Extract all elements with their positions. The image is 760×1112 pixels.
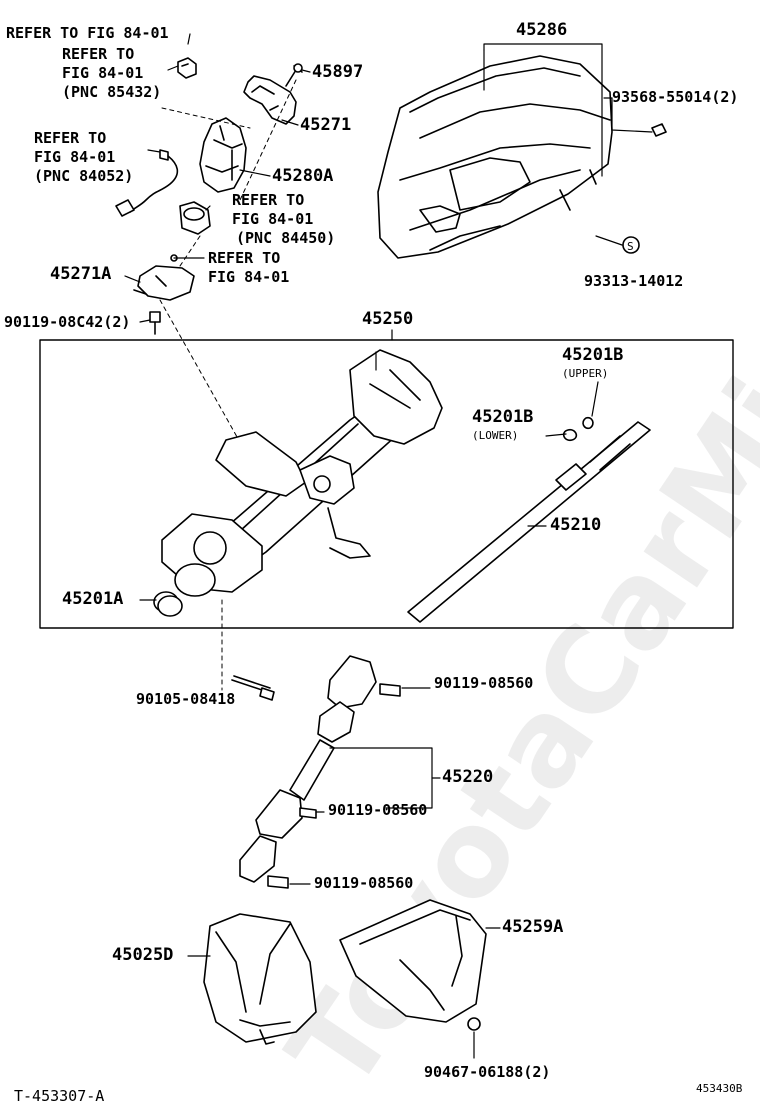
ref-84450-line2: FIG 84-01 bbox=[232, 210, 314, 228]
bracket-45271 bbox=[243, 75, 297, 125]
clip-93313: S bbox=[622, 236, 640, 254]
assembly-lines-top bbox=[159, 79, 297, 461]
pnc-45210[interactable]: 45210 bbox=[550, 515, 602, 535]
bolt-90119-08560-a bbox=[379, 683, 401, 697]
ring-45201B-lower bbox=[562, 428, 578, 442]
bearing-45201A bbox=[153, 591, 183, 617]
intermediate-shaft-45220 bbox=[239, 655, 377, 883]
ref-84052-line3: (PNC 84052) bbox=[34, 167, 134, 185]
pnc-45271A[interactable]: 45271A bbox=[50, 264, 112, 284]
pnc-45897[interactable]: 45897 bbox=[312, 62, 364, 82]
column-tube-45250 bbox=[161, 349, 443, 597]
sensor-84450 bbox=[179, 201, 211, 235]
ref-85432-line2: FIG 84-01 bbox=[62, 64, 144, 82]
pnc-45025D[interactable]: 45025D bbox=[112, 945, 174, 965]
pnc-90119-08560-middle[interactable]: 90119-08560 bbox=[328, 801, 428, 819]
pnc-45201B-lower[interactable]: 45201B bbox=[472, 407, 534, 427]
ref-84052-line1: REFER TO bbox=[34, 129, 107, 147]
pnc-90105-08418[interactable]: 90105-08418 bbox=[136, 690, 236, 708]
ref-85432-line1: REFER TO bbox=[62, 45, 135, 63]
pnc-93568-55014[interactable]: 93568-55014(2) bbox=[612, 88, 739, 106]
pnc-45286[interactable]: 45286 bbox=[516, 20, 568, 40]
pnc-45271[interactable]: 45271 bbox=[300, 115, 352, 135]
shaft-45210 bbox=[407, 421, 651, 623]
ref-85432-line3: (PNC 85432) bbox=[62, 83, 162, 101]
pnc-93313-14012[interactable]: 93313-14012 bbox=[584, 272, 684, 290]
screw-45897 bbox=[285, 63, 303, 87]
upper-note: (UPPER) bbox=[562, 367, 609, 380]
pnc-90119-08C42[interactable]: 90119-08C42(2) bbox=[4, 313, 131, 331]
footer-drawing-id: 453430B bbox=[696, 1082, 743, 1095]
pnc-45259A[interactable]: 45259A bbox=[502, 917, 564, 937]
wire-harness-84052 bbox=[115, 149, 179, 217]
lower-note: (LOWER) bbox=[472, 429, 519, 442]
bolt-90105-08418 bbox=[231, 675, 275, 701]
cover-45271A bbox=[133, 254, 195, 301]
cover-45025D bbox=[203, 913, 317, 1045]
ref-mid-line2: FIG 84-01 bbox=[208, 268, 290, 286]
ring-45201B-upper bbox=[582, 416, 594, 430]
connector-plug-85432 bbox=[177, 57, 197, 79]
ref-mid-line1: REFER TO bbox=[208, 249, 281, 267]
pnc-45201A[interactable]: 45201A bbox=[62, 589, 124, 609]
screw-93568 bbox=[651, 123, 667, 137]
svg-text:S: S bbox=[627, 240, 634, 253]
pnc-90119-08560-upper[interactable]: 90119-08560 bbox=[434, 674, 534, 692]
pnc-45201B-upper[interactable]: 45201B bbox=[562, 345, 624, 365]
bolt-90119-08560-c bbox=[267, 875, 289, 889]
pnc-45280A[interactable]: 45280A bbox=[272, 166, 334, 186]
bolt-90119-08C42 bbox=[149, 311, 161, 335]
footer-figure-id: T-453307-A bbox=[14, 1087, 105, 1105]
cover-45259A bbox=[339, 899, 487, 1023]
ref-label-top: REFER TO FIG 84-01 bbox=[6, 24, 169, 42]
switch-body-45280A bbox=[199, 117, 247, 193]
pnc-45250[interactable]: 45250 bbox=[362, 309, 414, 329]
ref-84450-line1: REFER TO bbox=[232, 191, 305, 209]
column-assembly-box bbox=[39, 339, 734, 629]
column-cover-45286 bbox=[377, 55, 613, 259]
ref-84052-line2: FIG 84-01 bbox=[34, 148, 116, 166]
bolt-90119-08560-b bbox=[299, 807, 317, 819]
clip-90467 bbox=[467, 1017, 481, 1031]
pnc-90467-06188[interactable]: 90467-06188(2) bbox=[424, 1063, 551, 1081]
pnc-45220[interactable]: 45220 bbox=[442, 767, 494, 787]
leader-lines bbox=[124, 33, 653, 1059]
ref-84450-line3: (PNC 84450) bbox=[236, 229, 336, 247]
pnc-90119-08560-lower[interactable]: 90119-08560 bbox=[314, 874, 414, 892]
